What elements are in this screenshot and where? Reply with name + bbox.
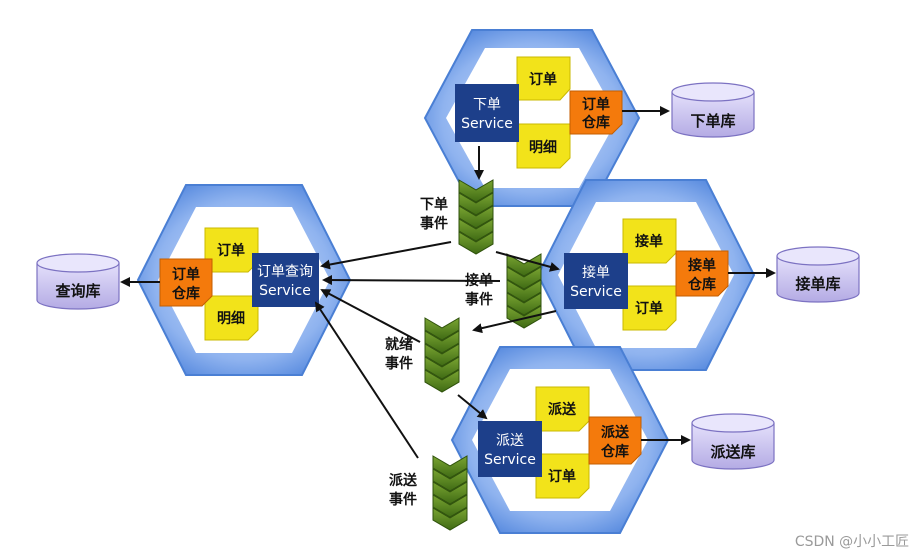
- entity-label: 订单: [635, 300, 663, 317]
- event-chevron: [458, 218, 494, 242]
- svg-text:下单: 下单: [420, 196, 448, 213]
- event-chevron: [424, 317, 460, 341]
- repository-label-line1: 订单: [582, 96, 610, 113]
- event-chevron: [424, 369, 460, 393]
- event-chevron: [432, 455, 468, 479]
- repository-label-line2: 仓库: [581, 114, 610, 131]
- repository-label-line2: 仓库: [171, 285, 200, 302]
- order-query-service-box: 订单查询 Service: [252, 253, 319, 307]
- event-chevron: [506, 305, 542, 329]
- event-chevron: [432, 507, 468, 531]
- delivered-event-label: 派送 事件: [389, 472, 418, 508]
- repository-label-line2: 仓库: [600, 443, 629, 460]
- order-query-repository: 订单 仓库: [159, 258, 213, 307]
- order-accepted-event-label: 接单 事件: [465, 272, 493, 308]
- event-chevron: [424, 343, 460, 367]
- service-suffix: Service: [259, 283, 311, 299]
- entity-label: 派送: [548, 401, 577, 418]
- arrow-ready-event-to-delivery: [457, 394, 488, 420]
- order-place-repository: 订单 仓库: [569, 90, 623, 135]
- service-suffix: Service: [461, 116, 513, 132]
- repository-label-line2: 仓库: [687, 276, 716, 293]
- event-chevron: [432, 481, 468, 505]
- svg-text:事件: 事件: [389, 491, 417, 508]
- arrow-ready-event-to-query: [320, 289, 421, 343]
- ready-event-label: 就绪 事件: [385, 336, 413, 372]
- event-chevron: [458, 179, 494, 203]
- service-name: 下单: [473, 97, 501, 113]
- order-accept-entity-order: 订单: [622, 285, 677, 331]
- arrow-delivered-event-to-query: [314, 301, 419, 459]
- event-chevron: [432, 494, 468, 518]
- repository-label-line1: 派送: [601, 424, 630, 441]
- order-accept-service-box: 接单 Service: [564, 253, 628, 309]
- event-chevron: [506, 279, 542, 303]
- order-accepted-event-queue: [506, 253, 542, 329]
- database-label: 派送库: [710, 443, 755, 461]
- entity-label: 订单: [217, 242, 245, 259]
- event-chevron: [424, 356, 460, 380]
- arrow-placed-event-to-query: [320, 241, 452, 270]
- entity-label: 明细: [217, 310, 245, 327]
- arrow-accepted-event-to-query: [322, 275, 501, 286]
- delivery-repository: 派送 仓库: [588, 416, 642, 465]
- svg-text:就绪: 就绪: [385, 336, 413, 353]
- order-placed-event-label: 下单 事件: [420, 196, 448, 232]
- order-place-service-box: 下单 Service: [455, 84, 519, 142]
- svg-text:派送: 派送: [389, 472, 418, 489]
- svg-text:事件: 事件: [385, 355, 413, 372]
- service-name: 订单查询: [257, 264, 313, 280]
- database-order-query: 查询库: [36, 253, 120, 310]
- svg-text:事件: 事件: [465, 291, 493, 308]
- database-delivery: 派送库: [691, 413, 775, 470]
- order-query-entity-detail: 明细: [204, 295, 259, 341]
- service-suffix: Service: [484, 452, 536, 468]
- database-order-accept: 接单库: [776, 246, 860, 303]
- watermark: CSDN @小小工匠: [795, 534, 909, 550]
- arrow-accept-to-ready-event: [472, 310, 557, 334]
- database-order-place: 下单库: [671, 82, 755, 138]
- event-chevron: [424, 330, 460, 354]
- order-accept-entity-accept: 接单: [622, 218, 677, 264]
- entity-label: 订单: [548, 468, 576, 485]
- delivery-entity-delivery: 派送: [535, 386, 590, 432]
- entity-label: 明细: [529, 139, 557, 156]
- event-chevron: [458, 205, 494, 229]
- service-name: 派送: [496, 433, 524, 449]
- entity-label: 接单: [635, 233, 663, 250]
- event-chevron: [506, 253, 542, 277]
- database-label: 查询库: [55, 282, 100, 300]
- service-name: 接单: [582, 264, 610, 281]
- order-query-hexagon: [136, 184, 352, 376]
- repository-label-line1: 订单: [172, 266, 200, 283]
- delivery-entity-order: 订单: [535, 453, 590, 499]
- arrow-placed-event-to-accept: [495, 251, 560, 272]
- ready-event-queue: [424, 317, 460, 393]
- order-placed-event-queue: [458, 179, 494, 255]
- delivery-service-box: 派送 Service: [478, 421, 542, 477]
- service-suffix: Service: [570, 284, 622, 300]
- event-chevron: [506, 292, 542, 316]
- svg-text:事件: 事件: [420, 215, 448, 232]
- event-chevron: [432, 468, 468, 492]
- delivered-event-queue: [432, 455, 468, 531]
- order-accept-repository: 接单 仓库: [675, 250, 729, 297]
- database-label: 接单库: [795, 275, 840, 293]
- order-query-entity-order: 订单: [204, 227, 259, 273]
- event-chevron: [506, 266, 542, 290]
- order-place-entity-order: 订单: [516, 56, 571, 101]
- repository-label-line1: 接单: [688, 257, 716, 274]
- event-chevron: [458, 231, 494, 255]
- event-chevron: [458, 192, 494, 216]
- order-place-entity-detail: 明细: [516, 123, 571, 169]
- entity-label: 订单: [529, 71, 557, 88]
- database-label: 下单库: [690, 112, 735, 130]
